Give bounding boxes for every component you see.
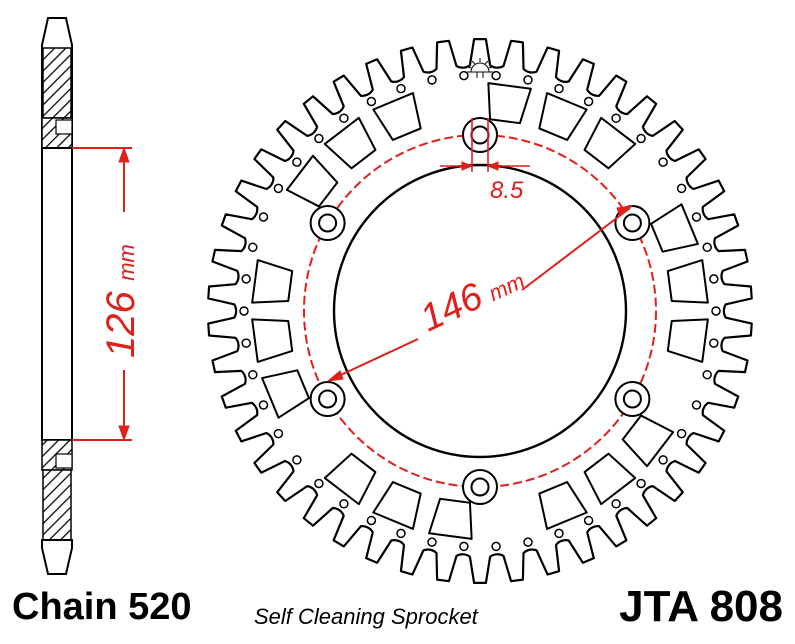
gullet-hole bbox=[258, 400, 269, 410]
gullet-hole bbox=[709, 274, 719, 284]
bolt-circle-dimension bbox=[326, 205, 634, 382]
gullet-hole bbox=[702, 242, 712, 253]
center-bore bbox=[332, 163, 628, 459]
side-bottom-hatch bbox=[42, 469, 72, 541]
gullet-hole bbox=[459, 541, 469, 552]
side-dimension-label: 126 mm bbox=[99, 244, 143, 358]
bolt-hole bbox=[318, 213, 338, 233]
gullet-hole bbox=[239, 306, 249, 316]
part-number-label: JTA 808 bbox=[619, 582, 783, 631]
gullet-hole bbox=[427, 75, 437, 85]
gullet-hole bbox=[241, 274, 251, 284]
gullet-hole bbox=[427, 537, 437, 547]
lightening-window bbox=[428, 497, 473, 540]
gullet-hole bbox=[691, 400, 702, 410]
side-profile-view bbox=[41, 17, 73, 575]
gullet-hole bbox=[658, 455, 668, 465]
gullet-hole bbox=[554, 528, 564, 539]
gullet-hole bbox=[258, 212, 269, 222]
gullet-hole bbox=[611, 499, 621, 509]
bolt-hole bbox=[622, 213, 642, 233]
sprocket-description: Self Cleaning Sprocket bbox=[254, 604, 478, 629]
lightening-window bbox=[285, 154, 339, 208]
bolt-hole-dimension bbox=[440, 118, 530, 172]
gullet-hole bbox=[459, 70, 469, 81]
sun-logo-icon bbox=[467, 58, 493, 78]
gullet-hole bbox=[709, 338, 719, 348]
side-bottom-tooth bbox=[41, 539, 73, 575]
gullet-hole bbox=[273, 428, 284, 439]
lightening-window bbox=[583, 452, 637, 506]
gullet-hole bbox=[314, 133, 324, 144]
gullet-hole bbox=[523, 537, 533, 547]
side-dimension bbox=[72, 146, 132, 442]
side-hub-body bbox=[41, 147, 73, 441]
lightening-window bbox=[650, 203, 699, 253]
gullet-hole bbox=[339, 113, 349, 123]
gullet-hole bbox=[691, 212, 702, 222]
lightening-window bbox=[487, 82, 532, 125]
bolt-holes bbox=[309, 117, 651, 505]
gullet-hole bbox=[491, 541, 501, 552]
bolt-hole bbox=[470, 125, 490, 145]
gullet-hole bbox=[273, 183, 284, 194]
gullet-hole bbox=[292, 455, 302, 465]
lightening-window bbox=[261, 369, 310, 419]
gullet-hole bbox=[702, 369, 712, 380]
lightening-window bbox=[583, 116, 637, 170]
sprocket-face bbox=[207, 38, 753, 584]
lightening-windows bbox=[239, 70, 721, 552]
gullet-hole bbox=[523, 75, 533, 85]
gullet-hole bbox=[583, 515, 594, 526]
lightening-window bbox=[251, 318, 294, 363]
gullet-hole bbox=[314, 478, 324, 489]
gullet-hole bbox=[583, 96, 594, 107]
gullet-hole bbox=[366, 96, 377, 107]
lightening-window bbox=[251, 259, 294, 304]
gullet-hole bbox=[396, 528, 406, 539]
gullet-hole bbox=[658, 157, 668, 167]
gullet-hole bbox=[676, 183, 687, 194]
gullet-hole bbox=[396, 83, 406, 94]
lightening-window bbox=[372, 481, 422, 530]
lightening-window bbox=[372, 92, 422, 141]
lightening-window bbox=[666, 318, 709, 363]
side-top-hatch bbox=[42, 47, 72, 119]
bolt-hole bbox=[318, 389, 338, 409]
lightening-window bbox=[538, 481, 588, 530]
gullet-hole bbox=[292, 157, 302, 167]
gullet-hole bbox=[711, 306, 721, 316]
lightening-window bbox=[621, 414, 675, 468]
chain-size-label: Chain 520 bbox=[12, 586, 192, 628]
gullet-hole bbox=[248, 369, 258, 380]
gullet-hole bbox=[636, 478, 646, 489]
bolt-hole bbox=[622, 389, 642, 409]
gullet-hole bbox=[611, 113, 621, 123]
bolt-hole-label: 8.5 bbox=[490, 177, 524, 204]
gullet-hole bbox=[554, 83, 564, 94]
gullet-hole bbox=[491, 70, 501, 81]
gullet-hole bbox=[676, 428, 687, 439]
gullet-hole bbox=[366, 515, 377, 526]
gullet-hole bbox=[248, 242, 258, 253]
bolt-hole bbox=[470, 477, 490, 497]
gullet-hole bbox=[636, 133, 646, 144]
lightening-window bbox=[323, 116, 377, 170]
gullet-hole bbox=[241, 338, 251, 348]
lightening-window bbox=[323, 452, 377, 506]
lightening-window bbox=[666, 259, 709, 304]
lightening-window bbox=[538, 92, 588, 141]
gullet-hole bbox=[339, 499, 349, 509]
